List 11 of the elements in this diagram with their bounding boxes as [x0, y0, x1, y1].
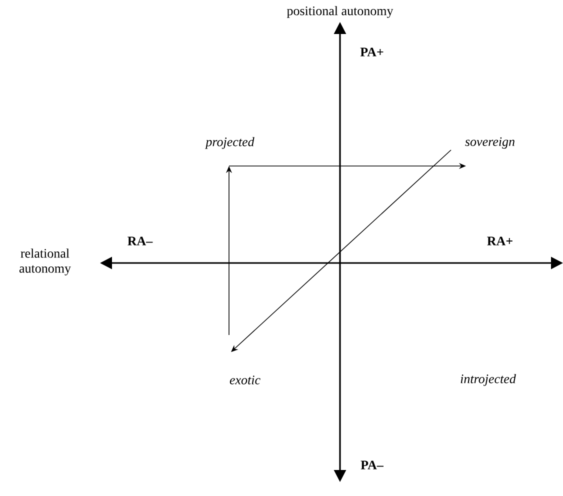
quadrant-label: projected	[204, 137, 254, 149]
axis-end-label: PA–	[360, 460, 384, 470]
axis-end-label: RA+	[487, 236, 512, 246]
arrow	[231, 150, 452, 352]
axis-title: positional autonomy	[286, 6, 394, 18]
axis-end-label: RA–	[128, 236, 153, 246]
axis-end-label: PA+	[360, 48, 384, 56]
quadrant-label: sovereign	[465, 137, 514, 149]
quadrant-label: introjected	[460, 374, 516, 386]
axis-title: relational autonomy	[19, 248, 71, 276]
quadrant-label: exotic	[230, 376, 260, 384]
